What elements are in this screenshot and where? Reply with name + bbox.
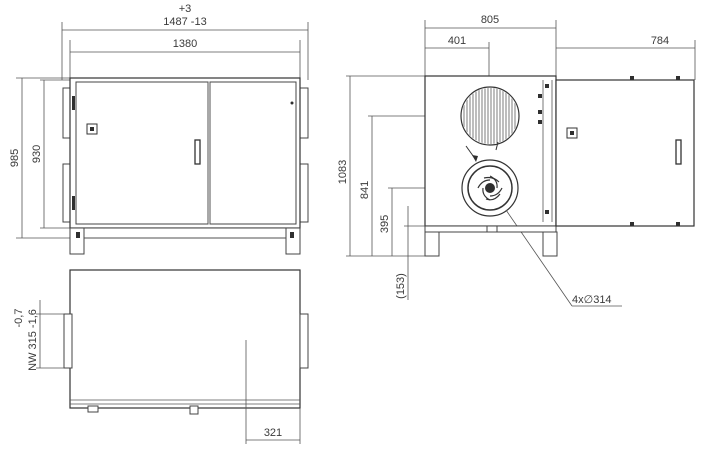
fan-blades-icon <box>477 175 503 201</box>
right-spigot-upper <box>299 87 309 139</box>
top-drain-left <box>87 405 99 413</box>
front-foot-right <box>285 227 301 255</box>
dim-door-width: 784 <box>651 35 669 47</box>
dim-total-width: 1487 -13 <box>163 16 206 28</box>
door-handle-side-icon <box>675 139 682 165</box>
upper-duct-grille <box>460 86 520 146</box>
top-drain-right <box>189 405 199 415</box>
dim-total-height: 985 <box>9 149 21 167</box>
top-view: -0,7 NW 315 -1,6 321 <box>13 269 309 444</box>
fan-hub <box>485 183 495 193</box>
dim-duct-spec: 4x∅314 <box>572 294 612 306</box>
dim-spigot-offset: 321 <box>264 427 282 439</box>
door-handle-icon <box>194 139 201 165</box>
dim-side-offset: 401 <box>448 35 466 47</box>
dim-side-lower: 395 <box>379 215 391 233</box>
dim-side-height: 1083 <box>337 160 349 184</box>
dim-tolerance-plus: +3 <box>179 3 192 15</box>
top-left-spigot <box>63 313 73 369</box>
side-open-door <box>555 79 695 227</box>
front-door-right <box>209 81 297 225</box>
side-view: 805 401 784 1083 841 395 (153) <box>337 14 696 307</box>
dim-side-upper: 841 <box>359 181 371 199</box>
side-foot-left <box>424 231 440 257</box>
dim-body-height: 930 <box>31 145 43 163</box>
front-base-frame <box>69 227 301 239</box>
top-unit-body <box>69 269 301 409</box>
top-right-spigot <box>299 313 309 369</box>
front-foot-left <box>69 227 85 255</box>
side-foot-right <box>542 231 558 257</box>
dim-side-width: 805 <box>481 14 499 26</box>
front-view: +3 1487 -13 1380 985 930 <box>9 3 309 255</box>
right-spigot-lower <box>299 163 309 223</box>
dim-body-width: 1380 <box>173 38 197 50</box>
dim-foot-height: (153) <box>395 273 407 299</box>
dim-nw: NW 315 -1,6 <box>27 309 39 371</box>
side-drain <box>486 225 498 233</box>
dim-nw-tol: -0,7 <box>13 309 25 328</box>
front-door-left <box>75 81 209 225</box>
